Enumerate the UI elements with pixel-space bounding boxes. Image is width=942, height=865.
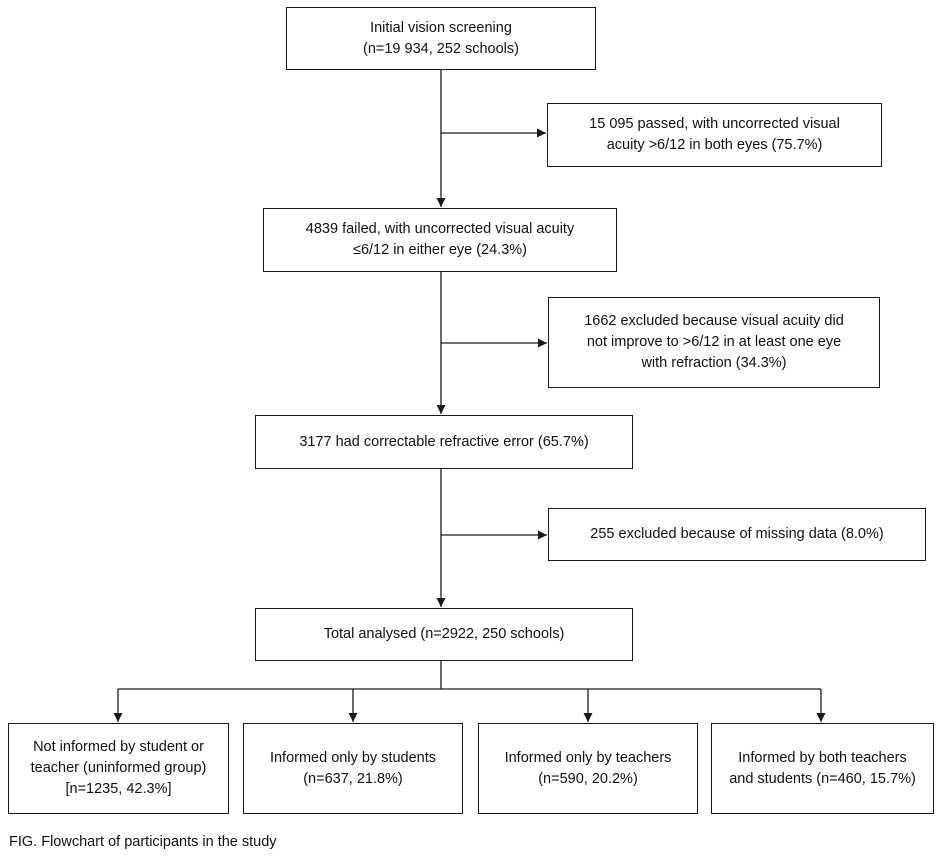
excluded-no-improvement-line1: 1662 excluded because visual acuity did <box>584 313 844 329</box>
group-3-line2: (n=590, 20.2%) <box>538 770 638 787</box>
excluded-no-improvement-line2: not improve to >6/12 in at least one eye <box>586 334 842 350</box>
group-box-both: Informed by both teachers and students (… <box>711 723 934 814</box>
initial-screening-box: Initial vision screening (n=19 934, 252 … <box>286 7 596 70</box>
group-4-line1: Informed by both teachers <box>738 749 907 766</box>
group-1-line2: teacher (uninformed group) <box>30 760 207 776</box>
group-4-line2: and students (n=460, 15.7%) <box>729 770 916 787</box>
group-1-line1: Not informed by student or <box>33 739 204 755</box>
total-analysed-line1: Total analysed (n=2922, 250 schools) <box>323 626 565 642</box>
total-analysed-box: Total analysed (n=2922, 250 schools) <box>255 608 633 661</box>
figure-caption: FIG. Flowchart of participants in the st… <box>9 834 277 850</box>
correctable-line1: 3177 had correctable refractive error (6… <box>299 433 589 450</box>
passed-line2: acuity >6/12 in both eyes (75.7%) <box>606 137 823 153</box>
group-box-students: Informed only by students (n=637, 21.8%) <box>243 723 463 814</box>
group-box-uninformed: Not informed by student or teacher (unin… <box>8 723 229 814</box>
excluded-missing-box: 255 excluded because of missing data (8.… <box>548 508 926 561</box>
initial-screening-line1: Initial vision screening <box>370 19 512 36</box>
passed-line1: 15 095 passed, with uncorrected visual <box>589 116 840 132</box>
excluded-missing-line1: 255 excluded because of missing data (8.… <box>590 526 884 542</box>
failed-box: 4839 failed, with uncorrected visual acu… <box>263 208 617 272</box>
correctable-box: 3177 had correctable refractive error (6… <box>255 415 633 469</box>
failed-line1: 4839 failed, with uncorrected visual acu… <box>305 221 575 237</box>
group-box-teachers: Informed only by teachers (n=590, 20.2%) <box>478 723 698 814</box>
failed-line2: ≤6/12 in either eye (24.3%) <box>353 242 527 258</box>
passed-box: 15 095 passed, with uncorrected visual a… <box>547 103 882 167</box>
group-1-line3: [n=1235, 42.3%] <box>65 781 172 797</box>
excluded-no-improvement-line3: with refraction (34.3%) <box>641 355 787 371</box>
group-2-line2: (n=637, 21.8%) <box>303 770 403 787</box>
group-2-line1: Informed only by students <box>269 749 437 766</box>
initial-screening-line2: (n=19 934, 252 schools) <box>363 40 519 57</box>
excluded-no-improvement-box: 1662 excluded because visual acuity did … <box>548 297 880 388</box>
group-3-line1: Informed only by teachers <box>504 749 672 766</box>
